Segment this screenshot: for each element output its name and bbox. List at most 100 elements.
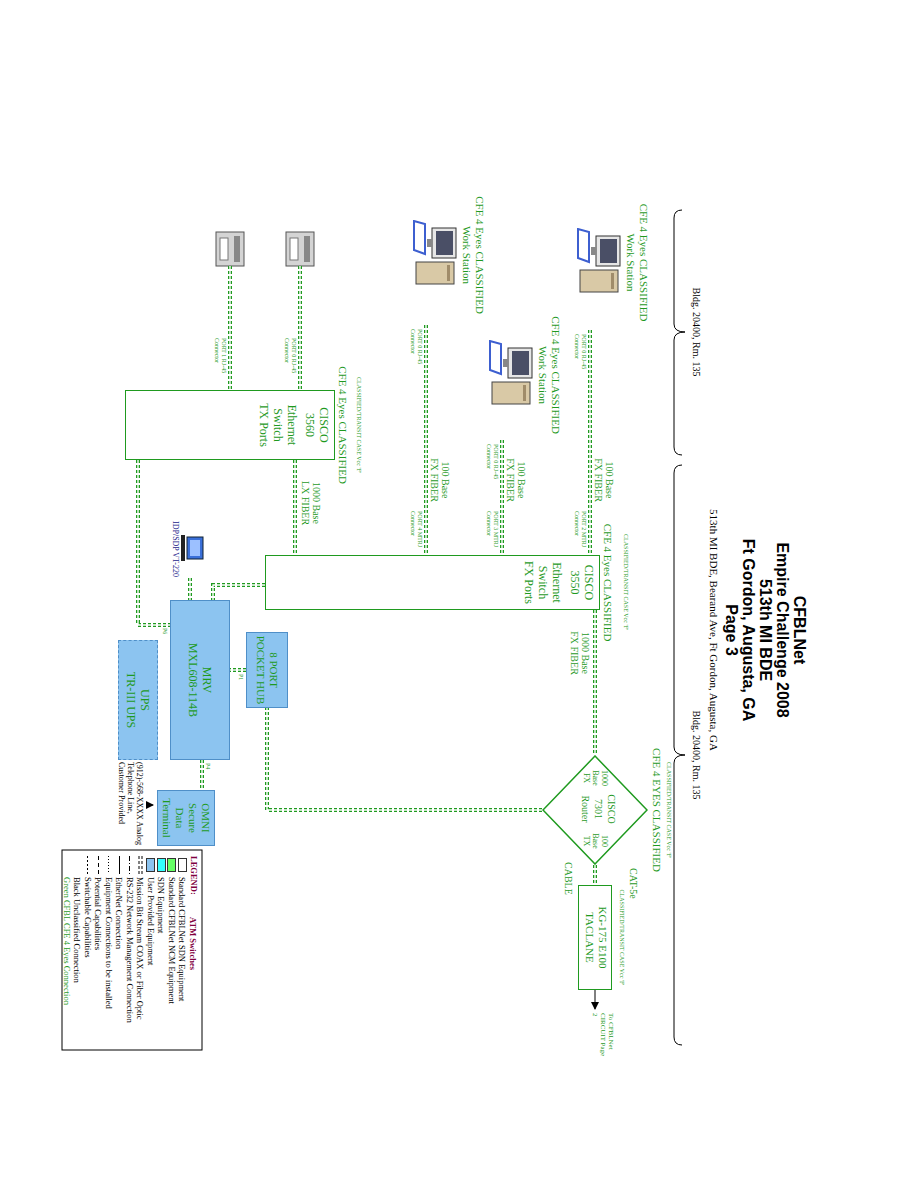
room-bracket [674,465,685,1045]
switch-label: FX Ports [522,558,536,607]
legend-sample [73,855,82,877]
link-inner [501,440,502,555]
terminal-label: IDP/SDP VT-220 [171,520,180,578]
classification-label: CFE 4 EYES CLASSIFIED [650,748,663,872]
fiber-link [595,610,596,755]
legend-text: Black Unclassified Connection [72,877,82,983]
connector-note: PORT 0 RJ-45 Connector [573,334,587,376]
room-bracket [674,210,685,455]
legend-swatch [178,858,187,872]
legend-text: User Provided Equipment [146,877,156,965]
legend-list: ATM SwitchesStandard CFBLNet SDN Equipme… [62,855,199,1047]
text-label: CLASSIFIED/TRANSIT CASE Vcc 'F' [618,880,625,995]
switch-label: TX Ports [257,393,271,457]
text-label: 513th MI BDE, Bearand Ave, Ft Gordon, Au… [707,480,720,780]
tower [492,382,530,404]
legend-text: SDN Equipment [156,877,166,933]
ups-box: UPSTR-III UPS [118,640,158,760]
link-outer [424,325,428,555]
legend-sample [94,855,103,877]
screen [190,540,200,556]
fiber-link [502,440,503,555]
equipment-label: KG-175 E100 [596,889,609,986]
fiber-link [267,708,542,810]
link-inner [425,325,426,555]
text-label: Empire Challenge 2008 [773,480,791,780]
router-node: CFE 4 EYES CLASSIFIED1000 Base FXCISCO73… [542,755,648,865]
legend-text: Standard CFBLNet NCM Equipment [167,877,177,1004]
printer-tray [220,238,228,260]
terminal-node: IDP/SDP VT-220 [171,520,204,578]
connector-note: PORT 0 RJ-45 Connector [485,444,499,486]
workstation-icon [488,340,536,410]
switch-label: Ethernet Switch [536,558,564,607]
classification-label: CFE 4 Eyes CLASSIFIED [473,185,486,325]
link-inner [213,585,265,600]
link-inner [138,460,170,625]
link-label: 1000 Base LX FIBER [300,475,322,531]
text-label: CABLE [563,862,575,895]
router-label: Router [580,790,591,828]
connector-note: P1 [237,674,244,680]
link-outer [267,708,542,810]
legend-line-b [138,856,139,874]
link-inner [594,610,595,755]
legend-sample [157,855,166,877]
legend-line [94,855,103,875]
equipment-label: 8 PORT [267,635,280,705]
link-outer [500,440,504,555]
legend-text: Equipment Connections to be installed [104,877,114,1009]
text-label: CAT-5e [628,868,640,899]
switch-label: CISCO [317,393,331,457]
printer-body [286,232,314,266]
legend-line-a [129,856,130,874]
workstation-icon [412,220,460,290]
device-name: Work Station [624,195,637,330]
fiber-link [595,865,596,885]
link-inner [594,865,595,885]
legend-row: RS-232 Network Management Connection [125,855,136,1047]
link-outer [593,610,597,755]
printer-link [298,266,302,390]
legend-sample [125,855,134,877]
screen [436,231,453,255]
text-label: (912)-568-XXXX Analog Telephone Line, Cu… [116,762,144,846]
printer-link [299,266,300,390]
legend-line-a [87,856,88,874]
legend-sample [136,855,145,877]
equipment-label: UPS [138,643,152,757]
legend-text: RS-232 Network Management Connection [125,877,135,1023]
link-outer [230,668,246,672]
fiber-link [202,760,203,790]
screen [512,351,529,375]
link-outer [138,460,170,625]
screen [600,239,617,263]
legend-sample [83,855,92,877]
text-label: Page 3 [722,480,740,780]
switch-label: Ethernet Switch [271,393,299,457]
link-outer [588,330,592,555]
mux-box: MRVMXL608-114B [170,600,230,760]
link-inner [294,460,295,555]
legend-text: ATM Switches [188,917,198,970]
terminal-box: OMNISecure Data Terminal [157,790,215,846]
legend-sample [62,855,71,877]
monitor [187,537,203,559]
page-title: CFBLNet [791,480,808,780]
phone-arrow [146,805,153,806]
equipment-label: Secure Data Terminal [160,793,199,843]
workstation-figure [488,310,536,440]
workstation: CFE 4 Eyes CLASSIFIEDWork Station [412,185,486,325]
legend-row: Mission Bit Stream COAX or Fiber Optic [135,855,146,1047]
port-label: 100 Base TX [582,828,609,854]
keyboard [181,535,185,561]
link-label: 100 Base FX FIBER [429,455,451,505]
fiber-link [213,585,265,600]
legend-line-a [119,856,120,874]
text-label: PORT 1 RJ-45 Connector [213,338,227,386]
link-outer [200,760,204,790]
switch-box: CFE 4 Eyes CLASSIFIEDCISCO3560Ethernet S… [125,390,335,460]
stand [591,247,596,255]
switch-label: 3550 [568,558,582,607]
